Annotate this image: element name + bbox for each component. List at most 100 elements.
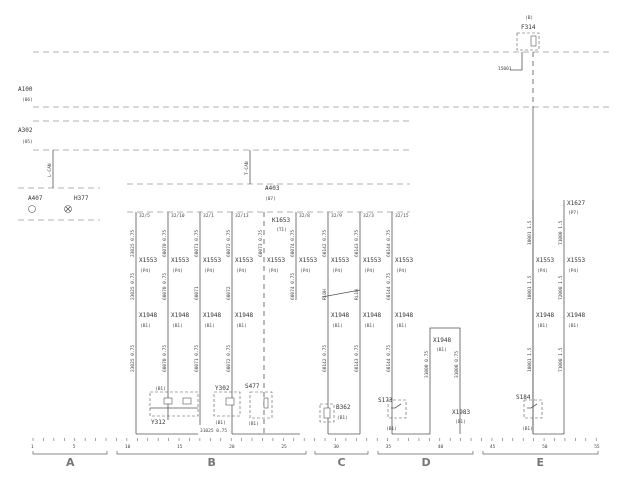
connector-label: X1948	[171, 312, 189, 319]
wire-label: 60143 0.75	[354, 345, 360, 372]
ruler-tick-label: 10	[125, 444, 131, 450]
connector-badge: (B1)	[204, 323, 215, 329]
k1653-label: K1653	[272, 217, 290, 224]
ruler-tick-label: 35	[386, 444, 392, 450]
wire-label: 60072	[226, 286, 232, 300]
section-label: B	[208, 456, 216, 469]
wire-label: 10001 1.5	[527, 275, 533, 300]
connector-label: X1553	[139, 257, 157, 264]
s477-label: S477	[245, 383, 260, 390]
section-label: D	[422, 456, 431, 469]
connector-badge: (B1)	[236, 323, 247, 329]
bottom-wire-cd	[328, 327, 461, 435]
connector-badge: (P4)	[140, 268, 151, 274]
y302-label: Y302	[215, 385, 230, 392]
section-label: A	[66, 456, 75, 469]
k1653-badge: (T1)	[276, 227, 287, 233]
wire-label: RL1H	[354, 289, 360, 300]
connector-label: X1627	[567, 200, 585, 207]
pin-label: 32/3	[363, 213, 374, 219]
s184-badge: (B1)	[522, 426, 533, 432]
connector-label: X1948	[139, 312, 157, 319]
y312-valve	[149, 391, 199, 417]
connector-badge: (B1)	[140, 323, 151, 329]
connector-label: X1553	[567, 257, 585, 264]
connector-badge: (P4)	[172, 268, 183, 274]
s184-label: S184	[516, 394, 531, 401]
section-bracket	[116, 451, 307, 455]
wire-label: 60144 0.75	[386, 230, 392, 257]
h377-label: H377	[74, 195, 89, 202]
a100-label: A100	[18, 86, 33, 93]
ruler-tick-label: 45	[490, 444, 496, 450]
connector-label: X1553	[171, 257, 189, 264]
pin-label: 32/8	[299, 213, 310, 219]
connector-badge: (P4)	[268, 268, 279, 274]
connector-badge: (P4)	[537, 268, 548, 274]
t-can-label: T-CAN	[244, 161, 250, 175]
a403-badge: (07)	[265, 196, 276, 202]
s477-switch	[249, 391, 273, 419]
a407-badge-icon	[28, 205, 36, 213]
f314-feed-wire	[510, 52, 523, 71]
ruler-tick-label: 40	[438, 444, 444, 450]
wire-label: 31000 0.75	[424, 351, 430, 378]
connector-badge: (P4)	[332, 268, 343, 274]
connector-badge: (P4)	[568, 268, 579, 274]
ruler-tick-label: 55	[594, 444, 600, 450]
wire-label: 60070 0.75	[162, 273, 168, 300]
wire-label: RLOH	[322, 289, 328, 300]
pin-label: 32/13	[235, 213, 249, 219]
s477-badge: (B1)	[248, 421, 259, 427]
f314-badge: (B)	[525, 15, 533, 21]
a407-label: A407	[28, 195, 43, 202]
x1983-badge: (B1)	[455, 419, 466, 425]
section-bracket	[314, 451, 369, 455]
connector-label: X1948	[363, 312, 381, 319]
wire-label: 60144 0.75	[386, 273, 392, 300]
s173-switch	[387, 399, 407, 419]
section-bracket	[377, 451, 474, 455]
l-can-label: L-CAN	[47, 163, 53, 177]
section-label: E	[537, 456, 545, 469]
section-bracket	[32, 451, 108, 455]
a302-label: A302	[18, 127, 33, 134]
pin-label: 32/1	[203, 213, 214, 219]
fuse-element-icon	[530, 35, 537, 47]
twisted-pair	[321, 289, 361, 298]
wire-label: 60071 0.75	[194, 345, 200, 372]
b362-sensor	[319, 403, 335, 423]
wire-label: 60142 0.75	[322, 345, 328, 372]
ruler-tick-label: 50	[542, 444, 548, 450]
wire-label: 23025 0.75	[130, 345, 136, 372]
pin-label: 32/15	[395, 213, 409, 219]
fuse-icon	[516, 32, 540, 51]
wire-label: 60072 0.75	[226, 230, 232, 257]
a302-badge: (05)	[22, 139, 33, 145]
connector-badge: (B1)	[568, 323, 579, 329]
connector-badge: (B1)	[172, 323, 183, 329]
wire-label: 60074 0.75	[290, 230, 296, 257]
connector-label: X1553	[395, 257, 413, 264]
connector-badge: (B1)	[396, 323, 407, 329]
wire-label: 10001 1.5	[527, 220, 533, 245]
wire-label: 60142 0.75	[322, 230, 328, 257]
connector-badge: (B1)	[332, 323, 343, 329]
connector-badge: (P4)	[300, 268, 311, 274]
wire-label: 72000 1.5	[558, 275, 564, 300]
lamp-icon	[64, 205, 72, 213]
ruler-tick-label: 15	[177, 444, 183, 450]
connector-label: X1553	[203, 257, 221, 264]
pin-label: 32/9	[331, 213, 342, 219]
connector-label: X1948	[235, 312, 253, 319]
connector-label: X1948	[395, 312, 413, 319]
